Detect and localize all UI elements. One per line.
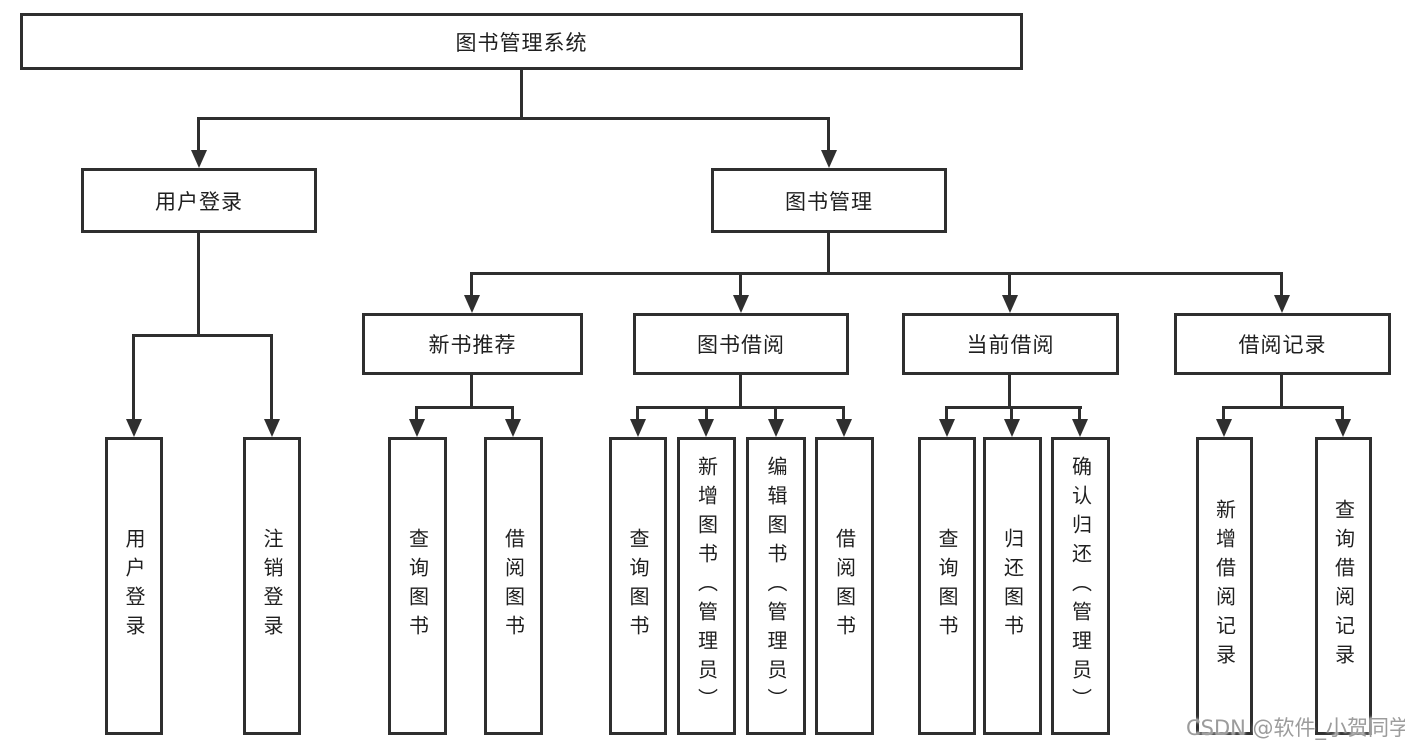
- connector-to-user-login: [197, 117, 200, 153]
- leaf-return-book: 归还图书: [983, 437, 1042, 735]
- connector-to-leaf: [945, 406, 948, 421]
- leaf-edit-book-admin-label: 编辑图书（管理员）: [764, 455, 788, 717]
- arrowhead-icon: [126, 419, 142, 437]
- node-book-borrow-label: 图书借阅: [697, 333, 785, 357]
- connector-to-leaf: [1341, 406, 1344, 421]
- connector-to-book-management: [827, 117, 830, 153]
- connector-to-leaf: [705, 406, 708, 421]
- leaf-logout-label: 注销登录: [260, 528, 284, 644]
- connector-to-leaf-user-login: [132, 334, 135, 421]
- arrowhead-icon: [464, 295, 480, 313]
- leaf-user-login: 用户登录: [105, 437, 163, 735]
- connector-user-login-stem: [197, 233, 200, 335]
- connector-book-borrow-stem: [739, 375, 742, 409]
- leaf-borrow-books-label: 借阅图书: [832, 528, 857, 644]
- leaf-borrow-books-recommend: 借阅图书: [484, 437, 543, 735]
- arrowhead-icon: [191, 150, 207, 168]
- arrowhead-icon: [821, 150, 837, 168]
- connector-to-leaf: [1078, 406, 1081, 421]
- connector-current-borrow-stem: [1008, 375, 1011, 409]
- connector-to-leaf: [415, 406, 418, 421]
- leaf-add-book-admin-label: 新增图书（管理员）: [694, 455, 719, 717]
- leaf-edit-book-admin: 编辑图书（管理员）: [746, 437, 806, 735]
- connector-user-login-branch: [132, 334, 273, 337]
- node-new-book-recommend: 新书推荐: [362, 313, 583, 375]
- connector-to-new-book: [470, 272, 473, 297]
- connector-new-book-stem: [470, 375, 473, 409]
- arrowhead-icon: [264, 419, 280, 437]
- node-current-borrow-label: 当前借阅: [966, 333, 1055, 357]
- leaf-query-books-borrow-label: 查询图书: [626, 528, 650, 644]
- connector-to-borrow-records: [1280, 272, 1283, 297]
- leaf-query-books-current: 查询图书: [918, 437, 976, 735]
- leaf-query-books-recommend-label: 查询图书: [405, 528, 430, 644]
- leaf-logout: 注销登录: [243, 437, 301, 735]
- arrowhead-icon: [1002, 295, 1018, 313]
- connector-book-borrow-branch: [636, 406, 845, 409]
- node-new-book-recommend-label: 新书推荐: [428, 333, 517, 357]
- connector-new-book-branch: [415, 406, 514, 409]
- connector-book-management-branch: [470, 272, 1283, 275]
- node-borrow-records: 借阅记录: [1174, 313, 1391, 375]
- connector-current-borrow-branch: [945, 406, 1082, 409]
- leaf-query-borrow-record: 查询借阅记录: [1315, 437, 1372, 735]
- connector-to-current-borrow: [1008, 272, 1011, 297]
- connector-to-leaf: [1010, 406, 1013, 421]
- leaf-return-book-label: 归还图书: [1000, 528, 1025, 644]
- node-root: 图书管理系统: [20, 13, 1023, 70]
- arrowhead-icon: [733, 295, 749, 313]
- node-user-login-label: 用户登录: [155, 189, 243, 214]
- connector-to-leaf: [774, 406, 777, 421]
- leaf-query-books-current-label: 查询图书: [935, 528, 959, 644]
- node-borrow-records-label: 借阅记录: [1238, 333, 1327, 357]
- arrowhead-icon: [1216, 419, 1232, 437]
- arrowhead-icon: [505, 419, 521, 437]
- arrowhead-icon: [1004, 419, 1020, 437]
- arrowhead-icon: [630, 419, 646, 437]
- connector-to-leaf: [511, 406, 514, 421]
- connector-to-leaf: [1222, 406, 1225, 421]
- leaf-query-borrow-record-label: 查询借阅记录: [1331, 499, 1356, 673]
- leaf-add-borrow-record: 新增借阅记录: [1196, 437, 1253, 735]
- connector-to-leaf-logout: [270, 334, 273, 421]
- connector-borrow-records-stem: [1280, 375, 1283, 409]
- leaf-borrow-books-recommend-label: 借阅图书: [501, 528, 526, 644]
- leaf-confirm-return-admin: 确认归还（管理员）: [1051, 437, 1110, 735]
- csdn-watermark: CSDN @软件_小贺同学: [1186, 716, 1405, 740]
- arrowhead-icon: [939, 419, 955, 437]
- connector-to-book-borrow: [739, 272, 742, 297]
- node-book-borrow: 图书借阅: [633, 313, 849, 375]
- leaf-query-books-borrow: 查询图书: [609, 437, 667, 735]
- connector-borrow-records-branch: [1222, 406, 1344, 409]
- node-book-management: 图书管理: [711, 168, 947, 233]
- leaf-user-login-label: 用户登录: [122, 528, 146, 644]
- leaf-borrow-books: 借阅图书: [815, 437, 874, 735]
- connector-book-management-stem: [827, 233, 830, 275]
- node-root-label: 图书管理系统: [455, 30, 588, 55]
- node-user-login: 用户登录: [81, 168, 317, 233]
- connector-root-branch: [197, 117, 830, 120]
- arrowhead-icon: [836, 419, 852, 437]
- leaf-add-borrow-record-label: 新增借阅记录: [1212, 499, 1237, 673]
- connector-to-leaf: [842, 406, 845, 421]
- connector-to-leaf: [636, 406, 639, 421]
- node-current-borrow: 当前借阅: [902, 313, 1119, 375]
- arrowhead-icon: [1072, 419, 1088, 437]
- arrowhead-icon: [698, 419, 714, 437]
- leaf-query-books-recommend: 查询图书: [388, 437, 447, 735]
- arrowhead-icon: [409, 419, 425, 437]
- connector-root-stem: [520, 70, 523, 118]
- node-book-management-label: 图书管理: [785, 189, 873, 214]
- arrowhead-icon: [768, 419, 784, 437]
- leaf-add-book-admin: 新增图书（管理员）: [677, 437, 736, 735]
- arrowhead-icon: [1335, 419, 1351, 437]
- arrowhead-icon: [1274, 295, 1290, 313]
- leaf-confirm-return-admin-label: 确认归还（管理员）: [1068, 455, 1093, 717]
